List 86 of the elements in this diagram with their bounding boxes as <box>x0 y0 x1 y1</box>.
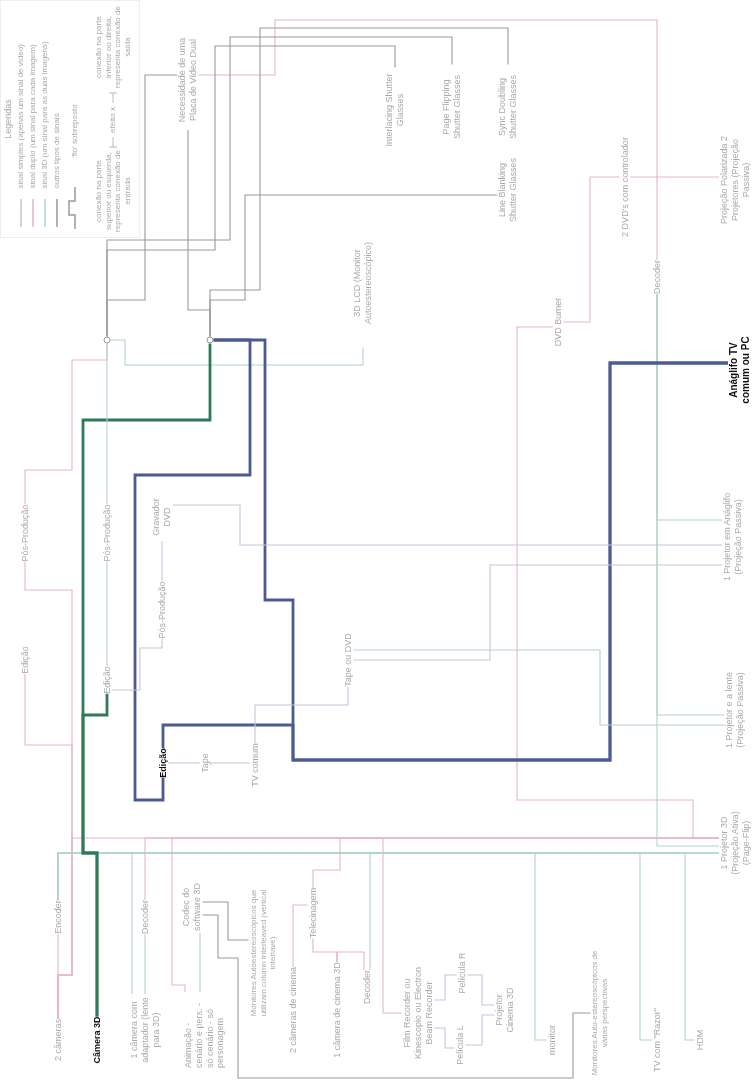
stage-label: Necessidade de uma Placa de Vídeo Dual <box>177 30 199 130</box>
legend-note: 'fio' sobreposto <box>70 104 80 158</box>
legend-label: sinal 3D (um sinal para as duas imagens) <box>40 40 50 189</box>
stage-label: Projetor Cinema 3D <box>494 979 516 1041</box>
connector-line <box>464 1014 495 1046</box>
stage-label: TV comum <box>249 743 261 787</box>
stage-label: 1 Projetor 3D (Projeção Ativa) (Page-Flip) <box>718 804 752 882</box>
connector-line <box>562 176 621 323</box>
stage-label: 3D LCD (Monitor Autoestereoscópico) <box>352 218 374 348</box>
legend-label: sinal simples (apenas um sinal de vídeo) <box>16 43 26 189</box>
stage-label: Sync Doubling Shutter Glasses <box>497 64 519 150</box>
stage-label: Gravador DVD <box>151 493 173 541</box>
stage-label: Tape ou DVD <box>342 633 354 687</box>
connector-line <box>111 637 163 691</box>
stage-label: Monitores Autoestereoscópicos que utilizam column interleaved (vertical interlave) <box>248 885 278 1021</box>
connector-line <box>133 338 252 802</box>
connector-line <box>336 951 365 971</box>
stage-label: 1 câmera com adaptador (lente para 3D) <box>128 994 162 1066</box>
connector-line <box>109 339 364 366</box>
stage-label: 1 Projetor e a lente (Projeção Passiva) <box>724 666 746 754</box>
stage-label: Decoder <box>651 260 663 294</box>
connector-line <box>167 762 201 764</box>
stage-label: 1 Projetor em Anáglifo (Projeção Passiva) <box>722 482 744 592</box>
legend-note: efeito x <box>108 107 118 133</box>
junction-circle <box>206 336 214 344</box>
stage-label: Monitores Auto-estereoscópicos de várias perspectivas <box>590 950 610 1076</box>
connector-line <box>516 326 720 839</box>
connector-line <box>106 560 108 667</box>
connector-line <box>161 540 163 583</box>
stage-label: Telecinagem <box>307 887 319 939</box>
connector-line <box>629 176 720 178</box>
stage-label: Pós-Produção <box>19 504 31 562</box>
stage-label: 2 câmeras de cinema <box>287 967 299 1053</box>
stage-label: Line Blanking Shutter Glasses <box>497 147 519 233</box>
connector-line <box>198 19 658 261</box>
legend-note: conexão na parte inferior ou direita, representa conexão de saída <box>93 5 133 90</box>
legend-label: outros tipos de sinais <box>52 112 62 189</box>
stage-label: Tape <box>199 753 211 773</box>
stage-label: 2 câmeras <box>52 1019 64 1061</box>
connector-line <box>81 693 109 1017</box>
stage-label: Câmera 3D <box>91 1016 103 1064</box>
stage-label: Codec do software 3D <box>181 881 203 933</box>
connector-line <box>352 649 725 726</box>
stage-label: 1 câmera de cinema 3D <box>331 962 343 1058</box>
connector-line <box>199 932 201 993</box>
stage-label: Projeção Polarizada 2 Projetores (Projeção Passiva) <box>718 134 752 226</box>
stage-label: Page Flipping Shutter Glasses <box>441 64 463 150</box>
stage-label: TV com "Razor" <box>651 1008 663 1072</box>
legend-note: conexão na parte superior ou esquerda, representa conexão de entrada <box>93 149 133 234</box>
stage-label: Película R <box>456 952 468 994</box>
stage-label: Encoder <box>52 900 64 934</box>
connector-line <box>202 914 591 1079</box>
connector-line <box>352 564 723 661</box>
connector-line <box>172 504 723 546</box>
stage-label: Film Recorder ou Kinescopio ou Electron Beam Recorder <box>401 957 435 1069</box>
connector-line <box>144 933 146 995</box>
connector-line <box>433 1027 456 1049</box>
stage-label: Anáglifo TV comum ou PC <box>728 327 752 413</box>
stage-label: Edição <box>101 666 113 694</box>
connector-line <box>369 852 720 971</box>
stage-label: Animação - cenário e pers. - só cenário - só personagem <box>183 992 227 1068</box>
stage-label: Interlacing Shutter Glasses <box>384 67 406 153</box>
stage-label: Decoder <box>139 900 151 934</box>
stage-label: Pós-Produção <box>101 504 113 562</box>
connector-line <box>202 901 250 941</box>
connector-line <box>433 974 458 1001</box>
stage-label: Edição <box>157 748 169 778</box>
legend-title: Legendas <box>2 99 14 139</box>
stage-label: Edição <box>19 646 31 674</box>
stage-label: Decoder <box>361 970 373 1004</box>
stage-label: Pós-Produção <box>156 581 168 639</box>
stage-label: 2 DVD's com controlador <box>619 137 631 237</box>
connector-line <box>254 686 349 744</box>
connector-line <box>106 342 108 506</box>
connector-line <box>57 837 403 1020</box>
legend-label: sinal duplo (um sinal para cada imagem) <box>28 43 38 189</box>
stage-label: HDM <box>694 1029 706 1051</box>
junction-circle <box>103 336 111 344</box>
connector-line <box>292 904 309 968</box>
connector-line <box>466 974 495 1006</box>
connector-line <box>187 129 211 338</box>
stage-label: monitor <box>546 1025 558 1055</box>
connector-line <box>106 36 453 338</box>
stage-label: DVD Burner <box>552 297 564 347</box>
connector-line <box>656 293 720 847</box>
stage-label: Película L <box>454 1025 466 1065</box>
